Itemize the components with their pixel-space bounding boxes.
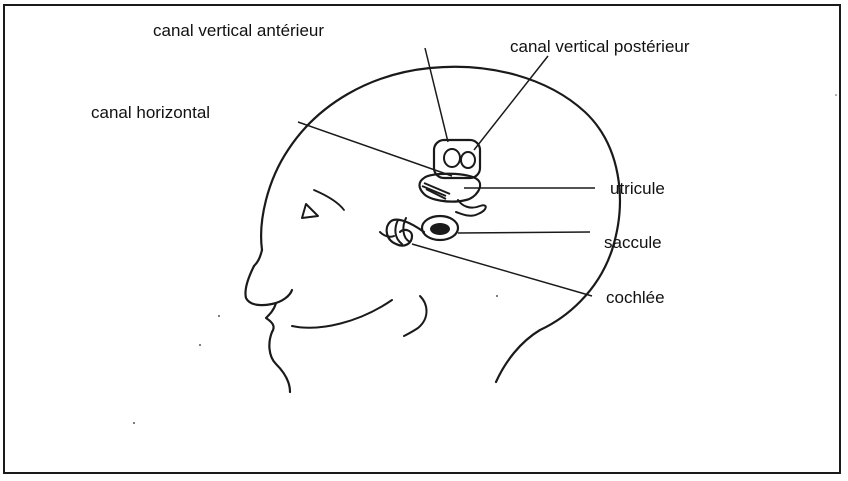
label-posterior-canal: canal vertical postérieur — [510, 38, 690, 55]
label-cochlea: cochlée — [606, 289, 665, 306]
chin-outline — [269, 332, 290, 392]
lip-outline — [266, 303, 276, 332]
nose-outline — [245, 266, 292, 305]
eyebrow-line — [314, 190, 344, 210]
label-horizontal-canal: canal horizontal — [91, 104, 210, 121]
label-saccule: saccule — [604, 234, 662, 251]
leader-cochlea — [412, 244, 592, 296]
label-utricle: utricule — [610, 180, 665, 197]
endolymphatic-duct — [456, 200, 486, 216]
canal-loop-right — [461, 152, 475, 168]
scan-speckles — [133, 94, 837, 424]
neck-line — [404, 296, 427, 336]
leader-anterior-canal — [425, 48, 448, 142]
saccule-macula — [430, 223, 450, 235]
eye — [302, 204, 318, 218]
leader-horizontal-canal — [298, 122, 452, 176]
leader-saccule — [458, 232, 590, 233]
canal-loop-left — [444, 149, 460, 167]
forehead-outline — [254, 250, 262, 266]
leader-posterior-canal — [474, 56, 548, 150]
cochlea-coil — [387, 220, 424, 246]
label-anterior-canal: canal vertical antérieur — [153, 22, 324, 39]
leader-lines — [298, 48, 595, 296]
jaw-line — [292, 300, 392, 328]
